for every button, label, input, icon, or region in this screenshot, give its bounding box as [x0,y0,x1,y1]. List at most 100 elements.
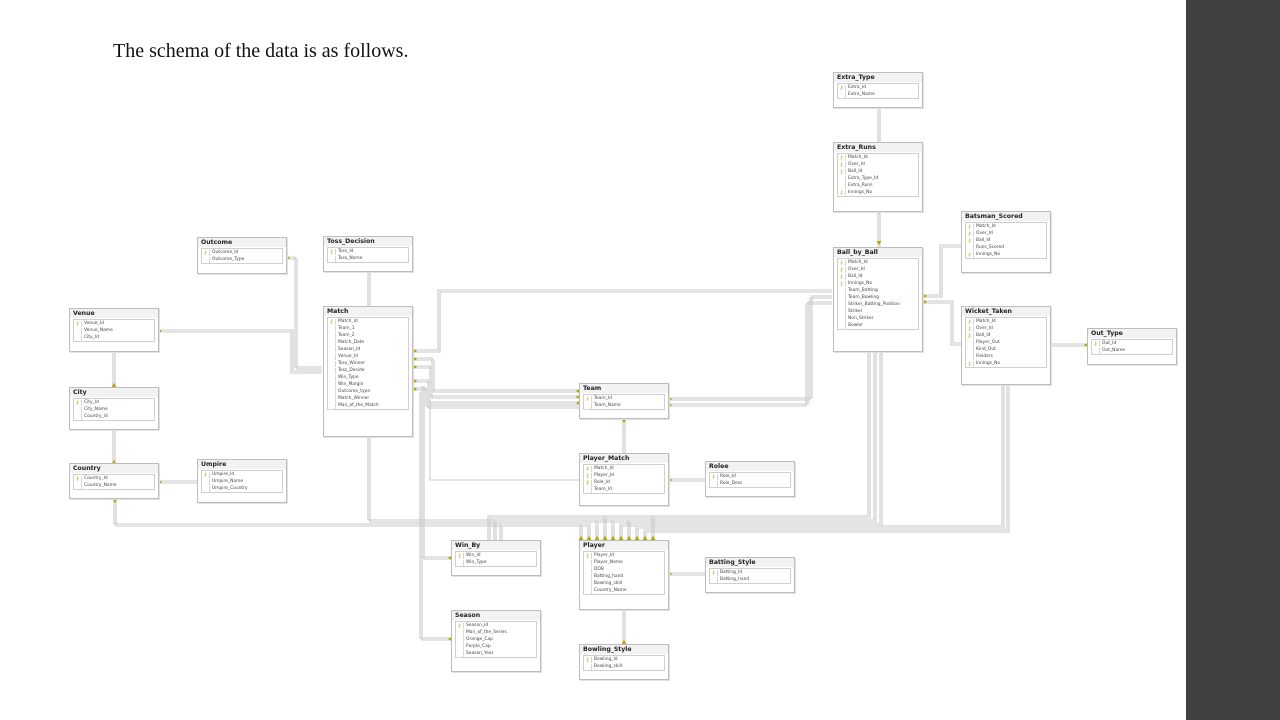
column-row[interactable]: ⚷Player_Id [584,552,664,559]
column-row[interactable]: ⚷Over_Id [838,266,918,273]
column-row[interactable]: ⚷Match_Id [584,465,664,472]
column-row[interactable]: ⚷Innings_No [966,360,1046,367]
column-row[interactable]: ⚷Country_Id [74,475,154,482]
column-row[interactable]: Umpire_Name [202,478,282,485]
column-row[interactable]: Umpire_Country [202,485,282,492]
column-row[interactable]: DOB [584,566,664,573]
column-row[interactable]: Extra_Runs [838,182,918,189]
column-row[interactable]: Batting_hand [710,576,790,583]
column-row[interactable]: ⚷Ball_Id [838,168,918,175]
column-row[interactable]: Country_Name [74,482,154,489]
column-row[interactable]: ⚷Umpire_Id [202,471,282,478]
column-row[interactable]: Team_1 [328,325,408,332]
column-row[interactable]: ⚷Ball_Id [838,273,918,280]
column-row[interactable]: Toss_Name [328,255,408,262]
column-row[interactable]: ⚷Ball_Id [966,237,1046,244]
column-row[interactable]: Venue_Id [328,353,408,360]
column-row[interactable]: Country_Name [584,587,664,594]
column-row[interactable]: ⚷Role_Id [584,479,664,486]
column-row[interactable]: Bowling_skill [584,663,664,670]
column-row[interactable]: City_Id [74,334,154,341]
column-row[interactable]: ⚷Match_Id [966,318,1046,325]
column-row[interactable]: Win_Type [456,559,536,566]
column-row[interactable]: Striker [838,308,918,315]
column-row[interactable]: ⚷Team_Id [584,395,664,402]
column-row[interactable]: Venue_Name [74,327,154,334]
column-row[interactable]: Toss_Winner [328,360,408,367]
column-row[interactable]: ⚷Role_Id [710,473,790,480]
column-row[interactable]: Player_Name [584,559,664,566]
column-row[interactable]: ⚷Match_Id [838,259,918,266]
column-row[interactable]: ⚷Player_Id [584,472,664,479]
column-row[interactable]: Fielders [966,353,1046,360]
column-row[interactable]: ⚷Over_Id [966,230,1046,237]
column-row[interactable]: ⚷Match_Id [838,154,918,161]
column-row[interactable]: Runs_Scored [966,244,1046,251]
column-row[interactable]: Role_Desc [710,480,790,487]
column-row[interactable]: ⚷Venue_Id [74,320,154,327]
column-row[interactable]: Team_Name [584,402,664,409]
column-row[interactable]: Match_Winner [328,395,408,402]
column-row[interactable]: ⚷Extra_Id [838,84,918,91]
column-row[interactable]: Orange_Cap [456,636,536,643]
column-row[interactable]: ⚷Outcome_Id [202,249,282,256]
column-row[interactable]: Extra_Name [838,91,918,98]
column-row[interactable]: ⚷Innings_No [966,251,1046,258]
column-row[interactable]: Country_id [74,413,154,420]
column-row[interactable]: Season_Year [456,650,536,657]
column-row[interactable]: Man_of_the_Match [328,402,408,409]
column-row[interactable]: Non_Striker [838,315,918,322]
column-row[interactable]: Purple_Cap [456,643,536,650]
column-row[interactable]: Match_Date [328,339,408,346]
column-row[interactable]: Win_Margin [328,381,408,388]
column-row[interactable]: ⚷Over_Id [838,161,918,168]
column-row[interactable]: ⚷Bowling_Id [584,656,664,663]
column-row[interactable]: Bowler [838,322,918,329]
column-row[interactable]: Bowling_skill [584,580,664,587]
column-row[interactable]: ⚷Ball_Id [966,332,1046,339]
column-row[interactable]: Team_Id [584,486,664,493]
column-row[interactable]: Team_Batting [838,287,918,294]
column-row[interactable]: ⚷Match_Id [328,318,408,325]
column-row[interactable]: ⚷Match_Id [966,223,1046,230]
column-row[interactable]: Outcome_Type [202,256,282,263]
column-row[interactable]: ⚷Innings_No [838,189,918,196]
column-row[interactable]: ⚷Batting_Id [710,569,790,576]
column-row[interactable]: Toss_Decide [328,367,408,374]
column-row[interactable]: ⚷Toss_Id [328,248,408,255]
column-row[interactable]: ⚷City_Id [74,399,154,406]
column-row[interactable]: ⚷Out_Id [1092,340,1172,347]
column-row[interactable]: Team_2 [328,332,408,339]
column-row[interactable]: ⚷Win_Id [456,552,536,559]
column-row[interactable]: ⚷Over_Id [966,325,1046,332]
column-row[interactable]: City_Name [74,406,154,413]
column-row[interactable]: Win_Type [328,374,408,381]
column-row[interactable]: Out_Name [1092,347,1172,354]
column-row[interactable]: ⚷Innings_No [838,280,918,287]
column-row[interactable]: Batting_hand [584,573,664,580]
column-row[interactable]: Season_Id [328,346,408,353]
column-row[interactable]: Outcome_type [328,388,408,395]
column-row[interactable]: Player_Out [966,339,1046,346]
column-row[interactable]: Man_of_the_Series [456,629,536,636]
column-row[interactable]: Team_Bowling [838,294,918,301]
column-row[interactable]: Extra_Type_Id [838,175,918,182]
